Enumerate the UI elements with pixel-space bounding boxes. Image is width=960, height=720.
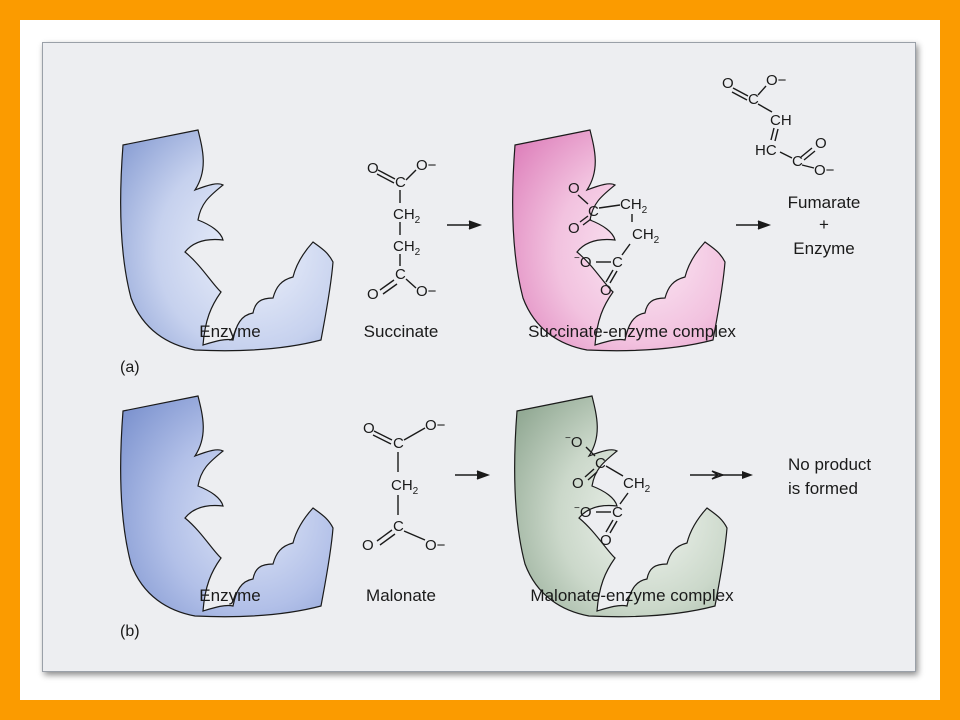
svg-text:HC: HC [755, 142, 777, 159]
svg-text:C: C [748, 91, 759, 108]
svg-text:−O: −O [574, 503, 592, 521]
panel-a-tag: (a) [120, 359, 140, 376]
svg-text:CH2: CH2 [623, 475, 651, 495]
svg-text:C: C [612, 254, 623, 271]
svg-text:O: O [568, 180, 580, 197]
svg-text:C: C [792, 153, 803, 170]
svg-text:O: O [722, 75, 734, 92]
svg-text:O: O [600, 282, 612, 299]
svg-text:C: C [395, 266, 406, 283]
svg-text:O: O [568, 220, 580, 237]
svg-text:O: O [815, 135, 827, 152]
enzyme-a [120, 129, 334, 352]
svg-text:−O: −O [565, 433, 583, 451]
svg-text:O: O [367, 286, 379, 303]
no-product-line2: is formed [788, 479, 858, 498]
released-enzyme-label: Enzyme [793, 239, 854, 258]
svg-text:CH2: CH2 [632, 226, 660, 246]
fumarate-label: Fumarate [788, 193, 861, 212]
malonate-complex: −O C O CH2 C −O O [514, 395, 728, 618]
enzyme-b-label: Enzyme [199, 586, 260, 605]
malonate-complex-label: Malonate-enzyme complex [530, 586, 734, 605]
svg-text:C: C [612, 504, 623, 521]
fumarate-molecule: O C O− CH HC C O O− [722, 72, 835, 179]
panel-b-tag: (b) [120, 623, 140, 640]
svg-text:−O: −O [574, 253, 592, 271]
svg-text:O: O [367, 160, 379, 177]
succinate-label: Succinate [364, 322, 439, 341]
arrow-a1 [446, 220, 481, 230]
svg-text:CH2: CH2 [393, 206, 421, 226]
no-product-line1: No product [788, 455, 871, 474]
succinate-complex-label: Succinate-enzyme complex [528, 322, 736, 341]
arrow-a2 [735, 220, 770, 230]
svg-text:CH2: CH2 [620, 196, 648, 216]
plus-sign: + [819, 215, 829, 234]
svg-text:O: O [600, 532, 612, 549]
svg-text:C: C [588, 203, 599, 220]
enzyme-a-label: Enzyme [199, 322, 260, 341]
svg-text:O−: O− [416, 157, 437, 174]
succinate-complex: O C O CH2 CH2 C −O O [512, 129, 726, 352]
svg-text:O−: O− [425, 537, 446, 554]
svg-text:O: O [572, 475, 584, 492]
arrow-b2 [689, 470, 753, 480]
svg-text:O−: O− [416, 283, 437, 300]
svg-text:CH2: CH2 [391, 477, 419, 497]
svg-text:O−: O− [814, 162, 835, 179]
svg-text:C: C [595, 455, 606, 472]
svg-text:CH: CH [770, 112, 792, 129]
succinate-molecule: O C O− CH2 CH2 C O O− [367, 157, 437, 303]
svg-text:O−: O− [766, 72, 787, 89]
svg-text:C: C [395, 174, 406, 191]
malonate-molecule: O C O− CH2 C O O− [362, 417, 446, 554]
svg-text:CH2: CH2 [393, 238, 421, 258]
svg-text:O: O [362, 537, 374, 554]
svg-text:O: O [363, 420, 375, 437]
enzyme-b [120, 395, 334, 618]
svg-text:C: C [393, 518, 404, 535]
svg-text:O−: O− [425, 417, 446, 434]
malonate-label: Malonate [366, 586, 436, 605]
arrow-b1 [454, 470, 489, 480]
svg-text:C: C [393, 435, 404, 452]
